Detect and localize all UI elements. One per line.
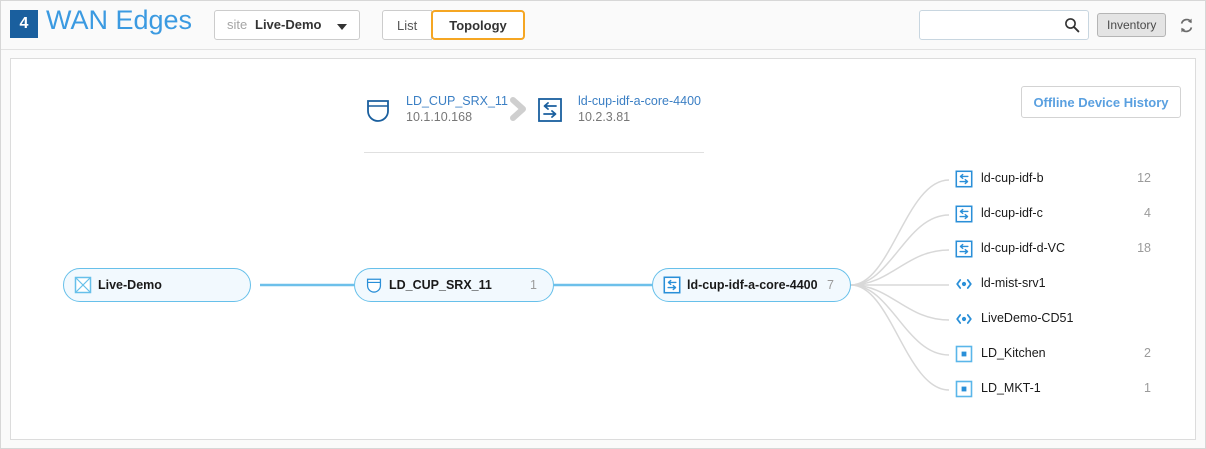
breadcrumb-name: LD_CUP_SRX_11	[406, 94, 508, 108]
site-icon	[74, 276, 92, 299]
topology-leaf-label: LiveDemo-CD51	[981, 311, 1074, 325]
topology-node-label: Live-Demo	[98, 278, 162, 292]
breadcrumb-ip: 10.1.10.168	[406, 110, 473, 124]
topology-leaf-count: 12	[1137, 171, 1151, 185]
topology-node-site[interactable]: Live-Demo	[63, 268, 251, 302]
page-title: WAN Edges	[46, 5, 193, 35]
refresh-icon[interactable]	[1178, 17, 1195, 39]
ap-icon	[955, 380, 973, 403]
tab-topology[interactable]: Topology	[431, 10, 525, 40]
switch-icon	[536, 96, 564, 129]
topology-leaf-label: ld-mist-srv1	[981, 276, 1046, 290]
firewall-icon	[364, 96, 392, 129]
tab-list[interactable]: List	[382, 10, 433, 40]
topology-leaf-label: LD_MKT-1	[981, 381, 1041, 395]
topology-leaf-count: 2	[1144, 346, 1151, 360]
inventory-button[interactable]: Inventory	[1097, 13, 1167, 37]
topology-node-core-switch[interactable]: ld-cup-idf-a-core-4400 7	[652, 268, 851, 302]
server-icon	[955, 310, 973, 333]
site-selector-label: site	[227, 17, 248, 32]
switch-icon	[955, 240, 973, 263]
topology-node-label: ld-cup-idf-a-core-4400	[687, 278, 818, 292]
offline-device-history-button[interactable]: Offline Device History	[1021, 86, 1181, 118]
topology-leaf-count: 1	[1144, 381, 1151, 395]
site-selector[interactable]: site Live-Demo	[214, 10, 360, 40]
switch-icon	[955, 205, 973, 228]
topology-panel: LD_CUP_SRX_11 10.1.10.168 ld-cup-idf-a-c…	[10, 58, 1196, 440]
firewall-icon	[365, 276, 383, 299]
breadcrumb-ip: 10.2.3.81	[578, 110, 631, 124]
topology-node-count: 7	[827, 278, 834, 292]
breadcrumb-name: ld-cup-idf-a-core-4400	[578, 94, 701, 108]
topology-leaf-label: ld-cup-idf-b	[981, 171, 1044, 185]
site-selector-value: Live-Demo	[255, 17, 322, 32]
app-header: 4 WAN Edges site Live-Demo List Topology…	[1, 1, 1205, 50]
switch-icon	[663, 276, 681, 299]
search-input[interactable]	[928, 11, 1060, 41]
server-icon	[955, 275, 973, 298]
breadcrumb-divider	[364, 152, 704, 153]
topology-links	[260, 179, 950, 391]
topology-leaf-label: ld-cup-idf-c	[981, 206, 1043, 220]
page-badge-count: 4	[10, 10, 38, 38]
chevron-right-icon	[508, 96, 530, 127]
view-tabs: List Topology	[382, 10, 525, 40]
search-icon[interactable]	[1064, 17, 1080, 38]
topology-node-count: 1	[530, 278, 537, 292]
topology-node-firewall[interactable]: LD_CUP_SRX_11 1	[354, 268, 554, 302]
topology-leaf-count: 18	[1137, 241, 1151, 255]
switch-icon	[955, 170, 973, 193]
chevron-down-icon	[337, 24, 347, 30]
topology-leaf-label: ld-cup-idf-d-VC	[981, 241, 1066, 255]
breadcrumb: LD_CUP_SRX_11 10.1.10.168 ld-cup-idf-a-c…	[364, 92, 704, 142]
search-box[interactable]	[919, 10, 1089, 41]
topology-node-label: LD_CUP_SRX_11	[389, 278, 492, 292]
topology-leaf-label: LD_Kitchen	[981, 346, 1046, 360]
ap-icon	[955, 345, 973, 368]
topology-leaf-count: 4	[1144, 206, 1151, 220]
